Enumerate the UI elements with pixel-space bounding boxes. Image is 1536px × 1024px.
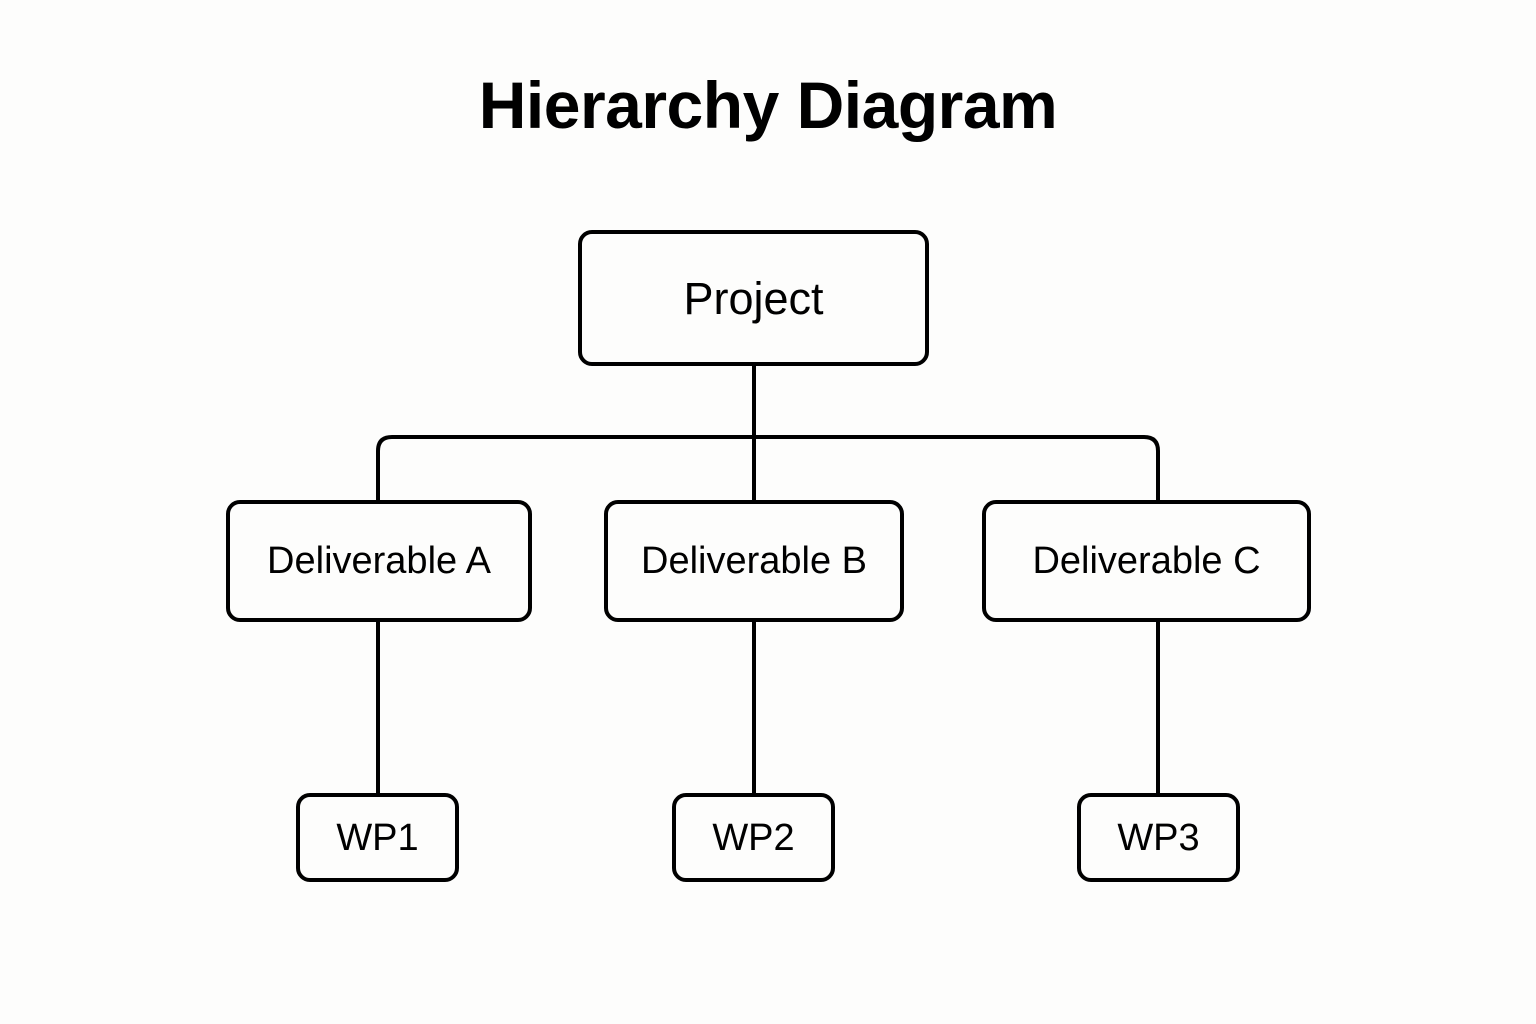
node-wp2-label: WP2: [712, 816, 795, 859]
node-wp1[interactable]: WP1: [296, 793, 459, 882]
node-deliverable-b-label: Deliverable B: [641, 540, 867, 582]
node-wp1-label: WP1: [336, 816, 419, 859]
node-wp3-label: WP3: [1117, 816, 1200, 859]
edge-project-to-deliverables-bus: [376, 435, 1160, 500]
node-deliverable-a[interactable]: Deliverable A: [226, 500, 532, 622]
node-deliverable-b[interactable]: Deliverable B: [604, 500, 904, 622]
page-title: Hierarchy Diagram: [478, 68, 1058, 142]
node-deliverable-c[interactable]: Deliverable C: [982, 500, 1311, 622]
node-wp2[interactable]: WP2: [672, 793, 835, 882]
node-project[interactable]: Project: [578, 230, 929, 366]
node-deliverable-a-label: Deliverable A: [267, 540, 491, 582]
node-deliverable-c-label: Deliverable C: [1032, 540, 1261, 582]
node-project-label: Project: [683, 272, 824, 324]
node-wp3[interactable]: WP3: [1077, 793, 1240, 882]
